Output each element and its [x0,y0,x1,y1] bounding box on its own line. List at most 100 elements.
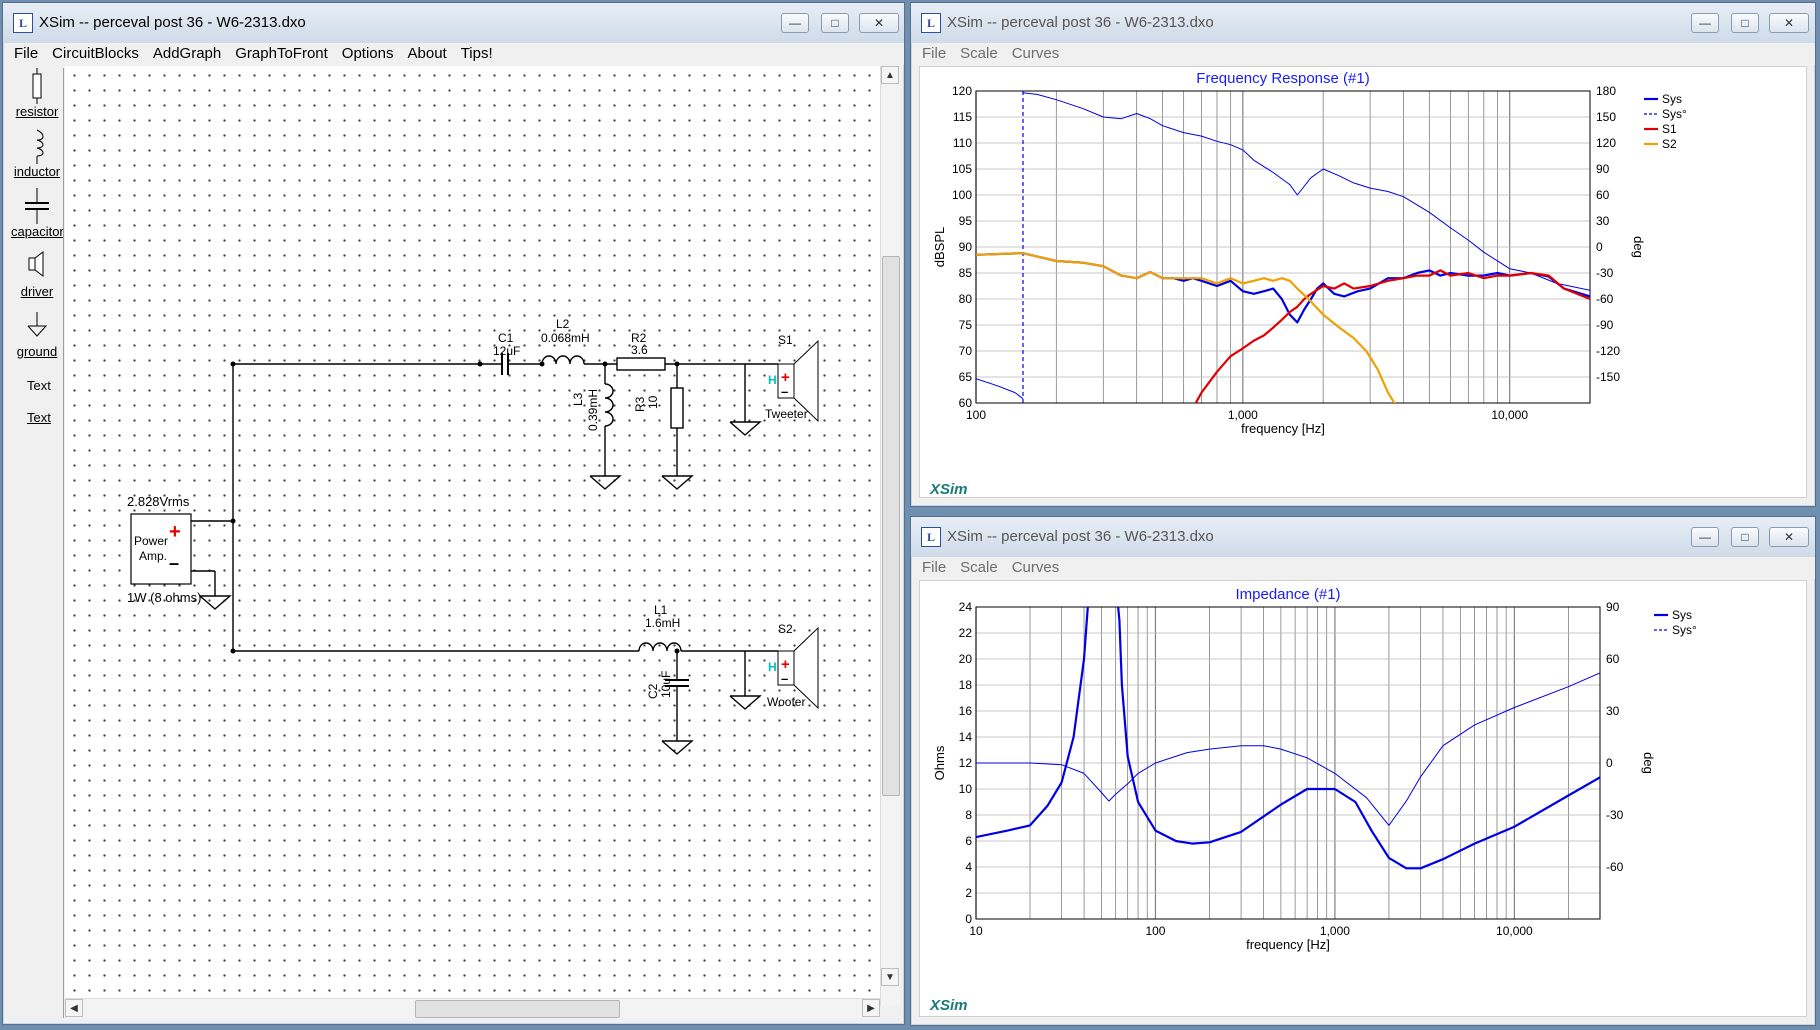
y2-tick-label: -60 [1606,860,1624,874]
y2-tick-label: -90 [1596,318,1614,332]
c2-name: C2 [646,683,660,699]
schematic-window: L XSim -- perceval post 36 - W6-2313.dxo… [2,2,905,1025]
legend-label: Sys [1672,608,1692,622]
legend-label: Sys [1662,92,1682,106]
tool-driver[interactable]: driver [11,248,63,299]
y-axis-label: dBSPL [932,227,947,267]
close-button[interactable]: ✕ [1769,527,1809,547]
menu-addgraph[interactable]: AddGraph [152,45,222,62]
window-title: XSim -- perceval post 36 - W6-2313.dxo [39,14,306,31]
y2-tick-label: 120 [1596,136,1616,150]
menu-file[interactable]: File [922,45,947,62]
svg-text:–: – [169,553,179,573]
tool-ground[interactable]: ground [11,308,63,359]
y-tick-label: 10 [959,782,973,796]
driver-s1[interactable]: + – H [745,339,819,423]
svg-text:+: + [169,521,181,543]
x-tick-label: 10,000 [1491,408,1528,422]
minimize-button[interactable]: — [1691,13,1719,33]
resistor-icon [32,68,42,104]
svg-text:+: + [781,656,790,673]
tool-inductor[interactable]: inductor [11,128,63,179]
tool-resistor[interactable]: resistor [11,68,63,119]
power-amp-block[interactable] [130,513,192,585]
maximize-button[interactable]: □ [1731,527,1759,547]
y2-tick-label: 90 [1606,600,1620,614]
y2-tick-label: 180 [1596,84,1616,98]
menu-options[interactable]: Options [341,45,394,62]
scroll-down-icon[interactable]: ▼ [881,968,899,986]
vertical-scroll-thumb[interactable] [882,256,900,796]
title-bar[interactable]: L XSim -- perceval post 36 - W6-2313.dxo… [911,3,1815,43]
title-bar[interactable]: L XSim -- perceval post 36 - W6-2313.dxo… [3,3,904,43]
close-button[interactable]: ✕ [859,13,899,33]
menu-file[interactable]: File [14,45,39,62]
x-tick-label: 1,000 [1228,408,1258,422]
menu-scale[interactable]: Scale [960,45,998,62]
c1-value: 12uF [493,344,520,358]
series-line-sys-phase [976,378,1024,400]
xsim-brand: XSim [930,481,968,498]
menu-bar: File Scale Curves [915,557,1815,579]
series-line-sys [976,252,1590,324]
menu-file[interactable]: File [922,559,947,576]
menu-circuitblocks[interactable]: CircuitBlocks [52,45,139,62]
menu-about[interactable]: About [407,45,447,62]
x-tick-label: 10,000 [1496,924,1533,938]
maximize-button[interactable]: □ [821,13,849,33]
xsim-brand: XSim [930,997,968,1014]
y-tick-label: 75 [959,318,973,332]
app-icon: L [921,527,941,547]
y-tick-label: 0 [965,912,972,926]
driver-s2[interactable]: + – H [745,626,819,710]
legend-label: Sys° [1672,623,1697,637]
schematic-canvas[interactable]: + – 2.828Vrms Power Amp. 1W (8 ohms) C1 … [65,66,880,1006]
y-tick-label: 12 [959,756,973,770]
s2-label: Woofer [767,695,805,709]
r2-name: R2 [631,331,647,345]
horizontal-scrollbar[interactable]: ◀ ▶ [65,998,880,1019]
minimize-button[interactable]: — [781,13,809,33]
tool-text-plain[interactable]: Text [27,378,51,393]
y-tick-label: 24 [959,600,973,614]
y-tick-label: 22 [959,626,973,640]
chart-title: Frequency Response (#1) [1196,70,1369,87]
chart-title: Impedance (#1) [1235,586,1340,603]
x-tick-label: 100 [1145,924,1165,938]
l3-name: L3 [571,392,585,406]
tool-text-underlined[interactable]: Text [27,410,51,425]
y2-tick-label: 90 [1596,162,1610,176]
tool-capacitor[interactable]: capacitor [11,188,63,239]
l1-value: 1.6mH [645,616,680,630]
menu-curves[interactable]: Curves [1011,45,1060,62]
title-bar[interactable]: L XSim -- perceval post 36 - W6-2313.dxo… [911,517,1815,557]
menu-curves[interactable]: Curves [1011,559,1060,576]
r2-value: 3.6 [631,343,648,357]
y2-tick-label: 0 [1596,240,1603,254]
legend-label: Sys° [1662,107,1687,121]
series-line-s1 [1194,269,1590,403]
scroll-up-icon[interactable]: ▲ [881,66,899,84]
menu-tips[interactable]: Tips! [460,45,493,62]
maximize-button[interactable]: □ [1731,13,1759,33]
scroll-left-icon[interactable]: ◀ [65,999,83,1017]
menu-scale[interactable]: Scale [960,559,998,576]
l1-name: L1 [654,603,668,617]
minimize-button[interactable]: — [1691,527,1719,547]
scroll-right-icon[interactable]: ▶ [862,999,880,1017]
menu-bar: File CircuitBlocks AddGraph GraphToFront Opt… [7,43,904,65]
y2-tick-label: -120 [1596,344,1620,358]
horizontal-scroll-thumb[interactable] [415,1000,620,1018]
y2-tick-label: -60 [1596,292,1614,306]
r3-name: R3 [633,396,647,412]
vertical-scrollbar[interactable]: ▲ ▼ [880,66,901,1006]
svg-text:H: H [768,660,777,674]
menu-graphtofront[interactable]: GraphToFront [235,45,328,62]
close-button[interactable]: ✕ [1769,13,1809,33]
frequency-response-window: L XSim -- perceval post 36 - W6-2313.dxo… [910,2,1816,507]
x-tick-label: 1,000 [1320,924,1350,938]
y-tick-label: 16 [959,704,973,718]
